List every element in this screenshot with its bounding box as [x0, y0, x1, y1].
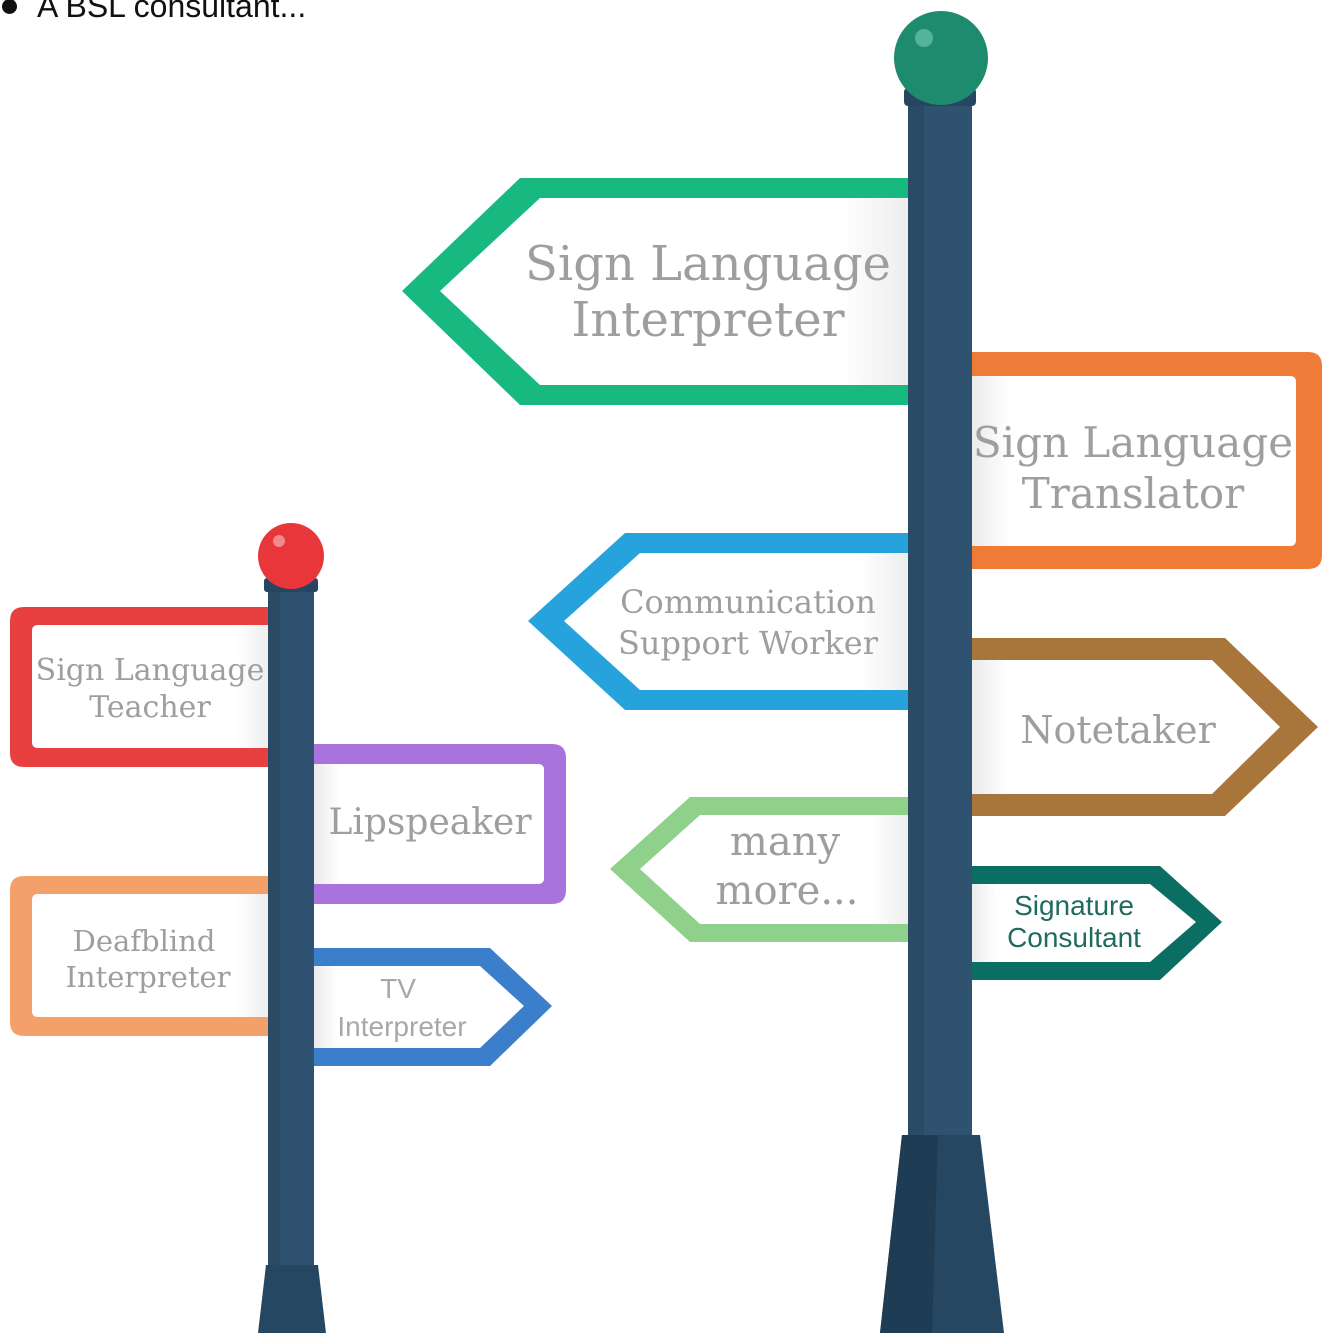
sign-label-line2: Interpreter [571, 292, 844, 348]
sign-label-line1: Notetaker [1020, 708, 1216, 752]
sign-label-line1: TV [380, 973, 416, 1004]
pole-knob [894, 11, 988, 105]
sign-sign-language-translator: Sign Language Translator [970, 352, 1322, 569]
sign-label-line2: Translator [1022, 469, 1245, 518]
sign-deafblind-interpreter: Deafblind Interpreter [10, 876, 272, 1036]
pole-shaft-shade [268, 585, 280, 1285]
bullet-dot [2, 0, 17, 14]
sign-label-line2: more... [716, 868, 859, 914]
sign-label-line1: Sign Language [973, 418, 1293, 467]
sign-label-line2: Interpreter [337, 1011, 466, 1042]
sign-many-more: many more... [610, 797, 912, 942]
sign-label-line2: Support Worker [618, 624, 879, 662]
sign-tv-interpreter: TV Interpreter [312, 948, 552, 1066]
sign-label-line1: Signature [1014, 890, 1134, 921]
sign-plate [312, 966, 524, 1048]
pole-knob-highlight [915, 29, 933, 47]
bullet-item: A BSL consultant... [0, 0, 306, 26]
pole-base-shade [880, 1135, 938, 1333]
pole-knob [258, 523, 324, 589]
sign-plate [440, 198, 912, 385]
sign-lipspeaker: Lipspeaker [312, 744, 566, 904]
sign-plate [970, 376, 1296, 546]
sign-label-line1: Sign Language [525, 236, 891, 292]
sign-plate [970, 660, 1280, 794]
sign-label-line2: Interpreter [65, 960, 230, 994]
sign-label-line1: Communication [620, 583, 876, 621]
pole-knob-highlight [273, 535, 285, 547]
pole-base [258, 1265, 326, 1333]
sign-plate [970, 884, 1196, 962]
sign-plate [564, 553, 912, 690]
sign-label-line2: Teacher [89, 690, 211, 725]
large-pole [880, 11, 1004, 1333]
sign-plate [32, 894, 272, 1017]
sign-plate [32, 625, 272, 748]
sign-sign-language-teacher: Sign Language Teacher [10, 607, 272, 767]
sign-label-line1: Sign Language [36, 653, 265, 688]
sign-plate [312, 764, 544, 884]
sign-sign-language-interpreter: Sign Language Interpreter [402, 178, 912, 405]
sign-label-line1: Lipspeaker [328, 802, 532, 843]
bullet-text: A BSL consultant... [37, 0, 307, 24]
small-pole [258, 523, 326, 1333]
pole-shaft-shade [908, 95, 924, 1155]
sign-communication-support-worker: Communication Support Worker [528, 533, 912, 710]
sign-plate [640, 815, 912, 924]
sign-label-line1: Deafblind [73, 924, 216, 958]
sign-notetaker: Notetaker [970, 638, 1318, 816]
sign-label-line1: many [730, 819, 841, 865]
sign-label-line2: Consultant [1007, 922, 1141, 953]
sign-signature-consultant: Signature Consultant [970, 866, 1222, 980]
